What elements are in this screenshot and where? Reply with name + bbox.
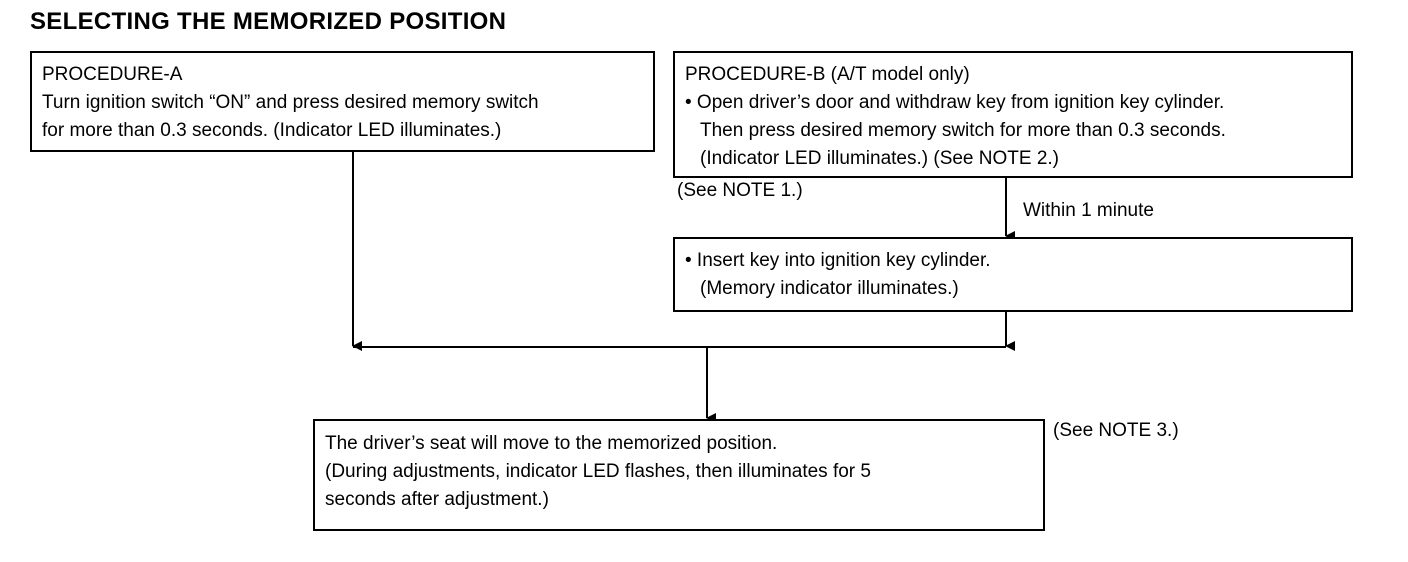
procedure-a-line: for more than 0.3 seconds. (Indicator LE…: [42, 120, 502, 141]
procedure-a-box: PROCEDURE-A Turn ignition switch “ON” an…: [30, 51, 655, 152]
procedure-b-line: (Indicator LED illuminates.) (See NOTE 2…: [700, 148, 1060, 169]
note-1-label: (See NOTE 1.): [677, 180, 803, 201]
procedure-b-line: • Open driver’s door and withdraw key fr…: [685, 92, 1225, 113]
page-title: SELECTING THE MEMORIZED POSITION: [30, 8, 507, 35]
insert-key-line: • Insert key into ignition key cylinder.: [685, 250, 991, 271]
within-time-label: Within 1 minute: [1023, 200, 1154, 221]
result-line: The driver’s seat will move to the memor…: [325, 433, 778, 454]
insert-key-box: • Insert key into ignition key cylinder.…: [673, 237, 1353, 312]
procedure-a-line: Turn ignition switch “ON” and press desi…: [42, 92, 539, 113]
insert-key-line: (Memory indicator illuminates.): [700, 278, 959, 299]
procedure-b-line: Then press desired memory switch for mor…: [700, 120, 1226, 141]
procedure-b-box: PROCEDURE-B (A/T model only) • Open driv…: [673, 51, 1353, 178]
procedure-a-heading: PROCEDURE-A: [42, 64, 183, 85]
procedure-b-heading: PROCEDURE-B (A/T model only): [685, 64, 970, 85]
result-line: (During adjustments, indicator LED flash…: [325, 461, 871, 482]
note-3-label: (See NOTE 3.): [1053, 420, 1179, 441]
result-line: seconds after adjustment.): [325, 489, 549, 510]
result-box: The driver’s seat will move to the memor…: [313, 419, 1045, 531]
